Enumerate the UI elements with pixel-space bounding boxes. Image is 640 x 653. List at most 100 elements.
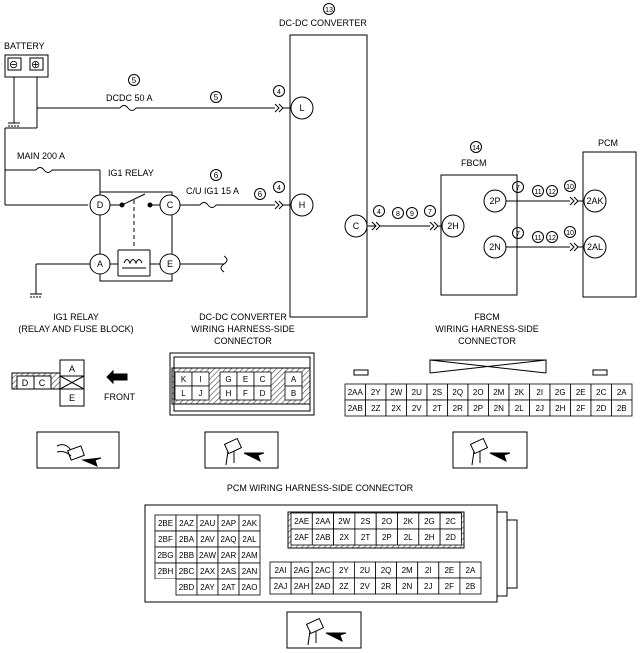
wire-7a: 7 bbox=[428, 209, 432, 216]
pcm-pin-2H: 2H bbox=[424, 533, 434, 542]
pin-2P: 2P bbox=[489, 196, 500, 206]
dcdc-pin-A: A bbox=[291, 375, 297, 384]
fbcm-pin-2B-cell bbox=[611, 399, 633, 417]
fbcm-pin-2J: 2J bbox=[536, 404, 544, 413]
pcm-pin-2BF: 2BF bbox=[158, 535, 173, 544]
dcdc-pin-J: J bbox=[199, 389, 203, 398]
fbcm-pin-2H: 2H bbox=[555, 404, 565, 413]
fbcm-pin-2E: 2E bbox=[576, 388, 586, 397]
dcdc-pin-B-cell bbox=[284, 385, 303, 401]
pin-H: H bbox=[299, 200, 306, 210]
pcm-pin-2B-cell bbox=[459, 577, 482, 595]
pcm-pin-2A: 2A bbox=[466, 566, 476, 575]
main-fuse-label: MAIN 200 A bbox=[17, 151, 65, 161]
pcm-pin-2BA: 2BA bbox=[179, 535, 195, 544]
wire-6: 6 bbox=[258, 190, 263, 199]
dcdc-num: 13 bbox=[325, 7, 333, 14]
ig1-pin-E: E bbox=[69, 393, 75, 403]
pcm-pin-2BC: 2BC bbox=[179, 567, 195, 576]
pcm-pin-2F: 2F bbox=[445, 582, 454, 591]
wire-4b: 4 bbox=[277, 185, 281, 192]
pcm-pin-2BD: 2BD bbox=[179, 583, 195, 592]
key-icon-dcdc bbox=[223, 437, 265, 466]
pcm-pin-2Z: 2Z bbox=[339, 582, 348, 591]
pcm-box bbox=[582, 151, 637, 298]
fbcm-pin-2M: 2M bbox=[493, 388, 504, 397]
pcm-pin-2D-cell bbox=[439, 528, 462, 546]
pcm-pin-2AZ: 2AZ bbox=[179, 519, 194, 528]
pcm-pin-2Q: 2Q bbox=[381, 566, 392, 575]
fbcm-conn-title-1: FBCM bbox=[474, 312, 500, 322]
dcdc-conn-title-2: WIRING HARNESS-SIDE bbox=[191, 324, 295, 334]
pcm-pin-blank-cell bbox=[155, 579, 176, 595]
fbcm-pin-2AA: 2AA bbox=[348, 388, 364, 397]
pcm-pin-2N: 2N bbox=[402, 582, 412, 591]
fbcm-pin-2L: 2L bbox=[515, 404, 524, 413]
pcm-pin-2AF: 2AF bbox=[294, 533, 309, 542]
pcm-pin-2AJ: 2AJ bbox=[274, 582, 288, 591]
relay-E: E bbox=[167, 259, 173, 269]
pcm-pin-2B: 2B bbox=[466, 582, 476, 591]
fbcm-pin-2T: 2T bbox=[433, 404, 442, 413]
pcm-pin-2AV: 2AV bbox=[200, 535, 215, 544]
fbcm-pin-2K: 2K bbox=[514, 388, 524, 397]
pcm-pin-2AH: 2AH bbox=[294, 582, 310, 591]
dcdc-pin-E: E bbox=[243, 375, 248, 384]
fbcm-pin-2O: 2O bbox=[473, 388, 484, 397]
pcm-pin-2AB: 2AB bbox=[315, 533, 330, 542]
pcm-pin-2AQ: 2AQ bbox=[220, 535, 236, 544]
fbcm-pin-2C: 2C bbox=[596, 388, 606, 397]
wire-4c: 4 bbox=[377, 209, 381, 216]
wire-5: 5 bbox=[214, 93, 219, 102]
dcdc-title: DC-DC CONVERTER bbox=[279, 18, 367, 28]
pcm-conn-title: PCM WIRING HARNESS-SIDE CONNECTOR bbox=[227, 483, 414, 493]
dcdc-conn-title-1: DC-DC CONVERTER bbox=[199, 312, 287, 322]
fbcm-pin-2N: 2N bbox=[494, 404, 504, 413]
pcm-pin-2X: 2X bbox=[339, 533, 349, 542]
pcm-title: PCM bbox=[598, 138, 618, 148]
wire-8: 8 bbox=[396, 211, 400, 218]
wire-12c: 12 bbox=[548, 235, 556, 242]
ig1-conn-title-2: (RELAY AND FUSE BLOCK) bbox=[18, 324, 133, 334]
pcm-pin-2P: 2P bbox=[382, 533, 392, 542]
pcm-pin-2R: 2R bbox=[381, 582, 391, 591]
pcm-pin-2BB: 2BB bbox=[179, 551, 194, 560]
dcdc-pin-C: C bbox=[260, 375, 266, 384]
pcm-pin-2AA: 2AA bbox=[315, 517, 331, 526]
pcm-pin-2I: 2I bbox=[425, 566, 432, 575]
fbcm-conn-title-2: WIRING HARNESS-SIDE bbox=[435, 324, 539, 334]
wire-7b: 7 bbox=[516, 185, 520, 192]
wire-4a: 4 bbox=[277, 89, 281, 96]
pcm-pin-2AP: 2AP bbox=[221, 519, 236, 528]
pcm-pin-2AO: 2AO bbox=[241, 583, 257, 592]
battery-label: BATTERY bbox=[4, 41, 45, 51]
pcm-pin-2K: 2K bbox=[403, 517, 413, 526]
fbcm-pin-2D: 2D bbox=[596, 404, 606, 413]
fbcm-pin-2R: 2R bbox=[453, 404, 463, 413]
pcm-pin-2W: 2W bbox=[338, 517, 350, 526]
fbcm-pin-2AB: 2AB bbox=[348, 404, 363, 413]
fbcm-pin-2A: 2A bbox=[617, 388, 627, 397]
wire-10b: 10 bbox=[566, 184, 574, 191]
pcm-pin-2J: 2J bbox=[424, 582, 432, 591]
pin-L: L bbox=[299, 103, 304, 113]
fbcm-pin-2V: 2V bbox=[412, 404, 422, 413]
fbcm-num: 14 bbox=[472, 145, 480, 152]
pcm-pin-2AL: 2AL bbox=[242, 535, 257, 544]
dcdc-pin-F: F bbox=[243, 389, 248, 398]
pcm-pin-2G: 2G bbox=[424, 517, 435, 526]
ig1-pin-C: C bbox=[39, 378, 46, 388]
pcm-pin-2AG: 2AG bbox=[294, 566, 310, 575]
dcdc-pin-K: K bbox=[181, 375, 187, 384]
fbcm-box bbox=[440, 174, 518, 296]
fbcm-pin-2W: 2W bbox=[390, 388, 402, 397]
fbcm-pin-2B: 2B bbox=[617, 404, 627, 413]
pcm-pin-2AX: 2AX bbox=[200, 567, 216, 576]
pcm-pin-2AO-cell bbox=[238, 578, 261, 596]
pcm-pin-2AI: 2AI bbox=[275, 566, 287, 575]
dcdc-converter-box bbox=[289, 34, 368, 318]
ig1-pin-D: D bbox=[22, 378, 29, 388]
pcm-pin-2O: 2O bbox=[382, 517, 393, 526]
pcm-pin-2AR: 2AR bbox=[221, 551, 237, 560]
